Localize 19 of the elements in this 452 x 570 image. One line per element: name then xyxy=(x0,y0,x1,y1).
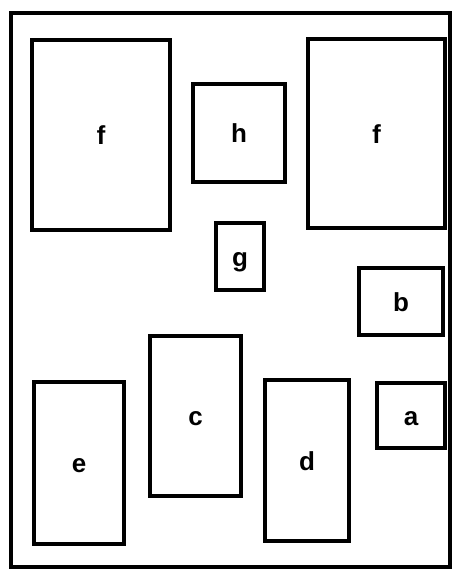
room-label: a xyxy=(404,402,418,428)
room-label: c xyxy=(188,403,203,429)
room-box xyxy=(375,381,447,450)
room-label: g xyxy=(232,244,248,270)
room-box xyxy=(306,37,447,230)
room-box xyxy=(357,266,445,337)
room-box xyxy=(214,221,266,292)
room-box xyxy=(30,38,172,232)
room-box xyxy=(32,380,126,546)
room-label: e xyxy=(72,450,86,476)
outer-frame xyxy=(9,11,452,569)
room-label: h xyxy=(231,120,247,146)
room-label: f xyxy=(96,122,106,148)
room-box xyxy=(148,334,243,498)
room-box xyxy=(191,82,287,184)
room-box xyxy=(263,378,351,543)
room-label: b xyxy=(393,288,409,314)
room-label: d xyxy=(299,448,315,474)
room-label: f xyxy=(372,120,381,146)
